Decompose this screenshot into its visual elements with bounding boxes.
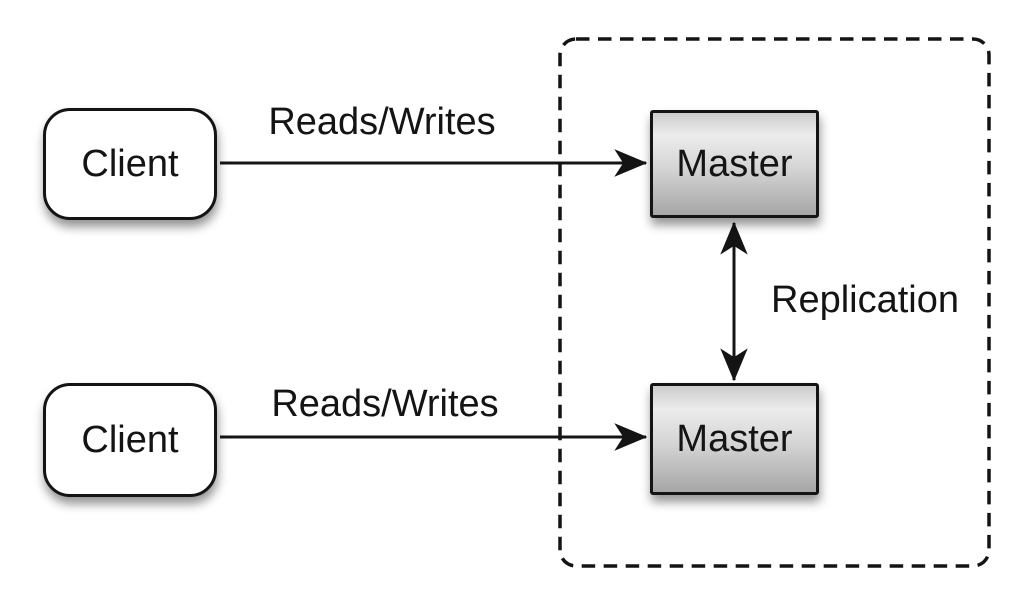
node-master-top: Master (650, 110, 819, 218)
node-client-top: Client (43, 108, 217, 220)
node-master-bottom-label: Master (676, 418, 793, 460)
edge-label-replication: Replication (771, 279, 959, 321)
edge-label-reads-writes-bottom: Reads/Writes (271, 383, 499, 425)
edge-label-reads-writes-top: Reads/Writes (268, 101, 496, 143)
node-client-bottom-label: Client (81, 419, 179, 461)
replication-group-boundary (558, 37, 991, 568)
node-master-bottom: Master (650, 383, 819, 495)
node-client-bottom: Client (43, 383, 217, 497)
node-client-top-label: Client (81, 143, 179, 185)
node-master-top-label: Master (676, 143, 793, 185)
